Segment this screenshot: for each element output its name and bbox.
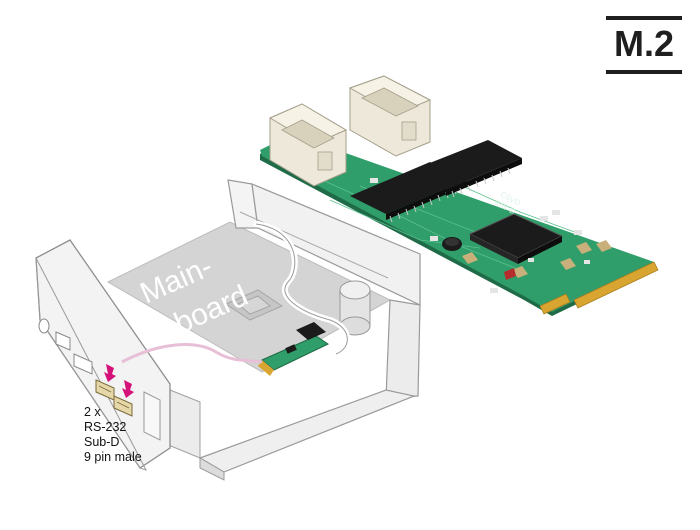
port-caption: 2 x RS-232 Sub-D 9 pin male xyxy=(84,405,142,465)
caption-line-1: 2 x xyxy=(84,405,101,419)
pin-header-right xyxy=(348,75,432,157)
controller-chip xyxy=(468,213,564,264)
enclosure-bottom-rail xyxy=(198,389,417,473)
passive-components xyxy=(370,178,612,293)
cylinder-component xyxy=(339,280,371,336)
pink-arrow-icon xyxy=(104,364,134,398)
db9-port-2 xyxy=(113,395,133,417)
round-port-cutout xyxy=(38,318,50,334)
gold-contacts xyxy=(573,261,659,309)
port-cutout-1 xyxy=(55,331,71,351)
pin-header-left xyxy=(268,103,348,187)
caption-line-2: RS-232 xyxy=(84,420,127,434)
port-cutout-2 xyxy=(73,353,93,375)
logo-top-bar xyxy=(606,16,682,20)
caption-line-3: Sub-D xyxy=(84,435,120,449)
pcb-board xyxy=(260,134,654,312)
caption-line-4: 9 pin male xyxy=(84,450,142,464)
m2-logo: M.2 xyxy=(606,16,682,74)
transceiver-chip-2 xyxy=(412,140,522,198)
pc-enclosure: Main- board xyxy=(35,179,421,481)
installed-m2-card xyxy=(258,322,330,376)
logo-text: M.2 xyxy=(613,23,674,64)
ribbon-cable xyxy=(121,343,263,364)
logo-bottom-bar xyxy=(606,70,682,74)
enclosure-side-wall xyxy=(385,299,421,399)
